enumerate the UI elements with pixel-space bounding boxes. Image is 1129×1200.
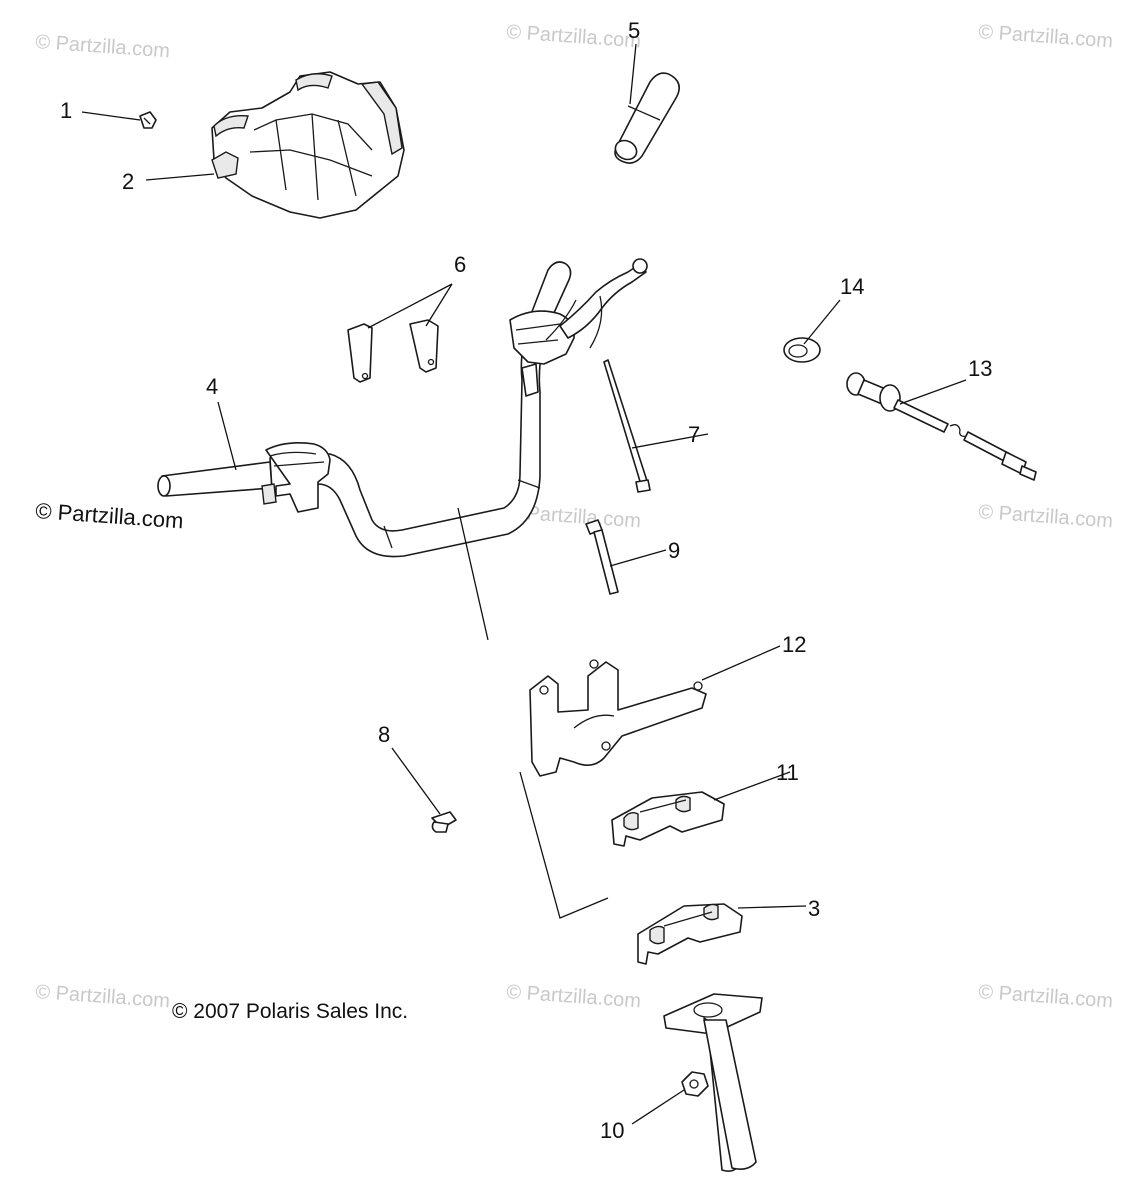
callout-3: 3 (808, 896, 820, 921)
callout-8: 8 (378, 722, 390, 747)
assembly-lines (457, 507, 609, 919)
watermarks: © Partzilla.com © Partzilla.com © Partzi… (35, 21, 1114, 1012)
steering-post (663, 993, 763, 1172)
callout-12: 12 (782, 632, 806, 657)
callout-13: 13 (968, 356, 992, 381)
part-2-handlebar-pod (211, 71, 405, 219)
part-13-cable (846, 372, 1037, 481)
callout-7: 7 (688, 422, 700, 447)
callout-4: 4 (206, 374, 218, 399)
copyright-notice: © 2007 Polaris Sales Inc. (172, 1000, 408, 1023)
part-11-upper-clamp (611, 791, 725, 847)
callout-14: 14 (840, 274, 864, 299)
watermark-mid-right: © Partzilla.com (978, 501, 1114, 532)
part-7-tie-strap (603, 359, 651, 493)
part-8-bolt (431, 811, 457, 833)
callout-6: 6 (454, 252, 466, 277)
watermark-top-right: © Partzilla.com (978, 21, 1114, 52)
part-14-nut (783, 337, 821, 363)
part-9-bolt (585, 519, 619, 595)
part-10-nut (681, 1071, 709, 1097)
callout-labels: 1 2 3 4 5 6 7 8 9 10 11 12 13 14 (60, 18, 992, 1143)
watermark-main: © Partzilla.com (35, 498, 185, 533)
callout-5: 5 (628, 18, 640, 43)
callout-leaders (81, 43, 967, 1125)
callout-9: 9 (668, 538, 680, 563)
part-3-lower-clamp (637, 903, 743, 965)
part-6-brackets (347, 319, 439, 383)
part-5-grip (614, 72, 680, 164)
watermark-bottom-center: © Partzilla.com (506, 981, 642, 1012)
callout-1: 1 (60, 98, 72, 123)
watermark-bottom-right: © Partzilla.com (978, 981, 1114, 1012)
part-4-handlebar (157, 258, 648, 558)
part-12-bracket (529, 659, 707, 777)
watermark-top-center: © Partzilla.com (506, 21, 642, 52)
callout-11: 11 (776, 760, 799, 785)
callout-10: 10 (600, 1118, 624, 1143)
watermark-bottom-left: © Partzilla.com (35, 981, 171, 1012)
watermark-top-left: © Partzilla.com (35, 31, 171, 62)
callout-2: 2 (122, 169, 134, 194)
part-1-screw (139, 111, 157, 129)
